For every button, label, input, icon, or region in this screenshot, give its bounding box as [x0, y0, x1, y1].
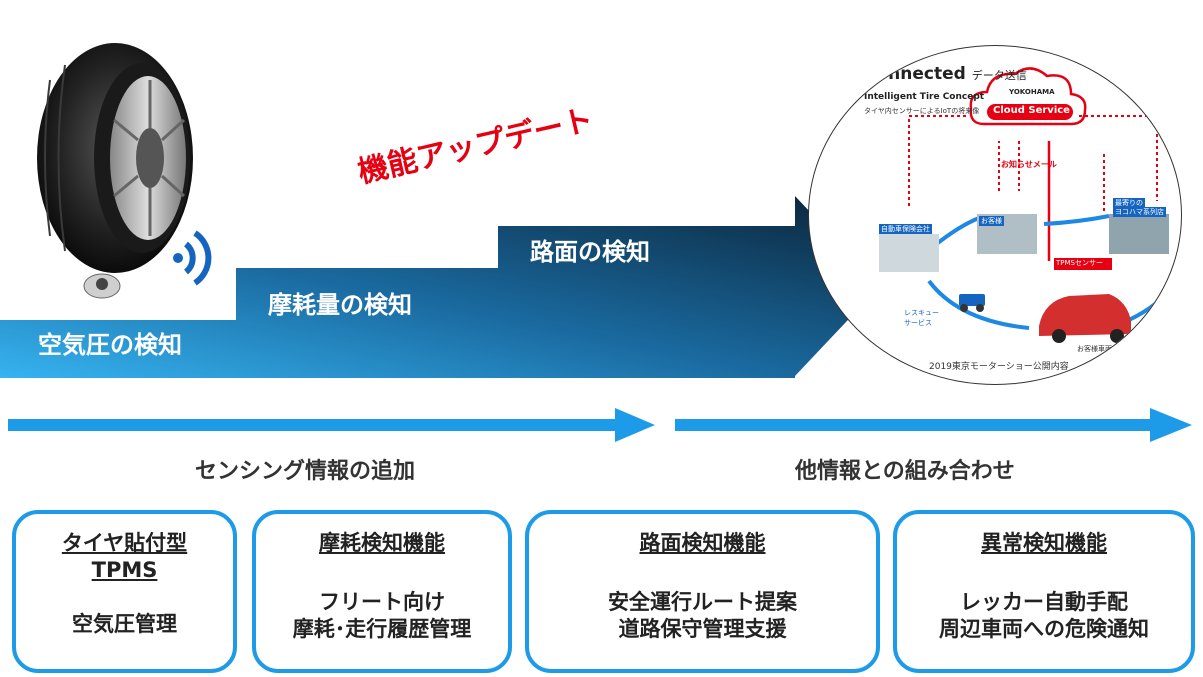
tpms-sensor-label: TPMSセンサー [1056, 259, 1103, 267]
tire-image [20, 40, 220, 300]
concept-caption: 2019東京モーターショー公開内容 [929, 362, 1069, 372]
cloud-icon [969, 67, 1087, 126]
customer-vehicle-label: お客様車両 [1077, 345, 1112, 353]
function-update-title: 機能アップデート [354, 102, 597, 191]
sensor-icon [83, 273, 121, 299]
car-icon [1039, 294, 1131, 343]
dealer-label-2: ヨコハマ系列店 [1113, 207, 1166, 217]
feature-body: 安全運行ルート提案 [608, 590, 797, 614]
feature-body-2: 道路保守管理支援 [618, 617, 787, 641]
concept-subtitle: タイヤ内センサーによるIoTの将来像 [864, 107, 980, 115]
feature-title: 摩耗検知機能 [319, 531, 445, 555]
customer-label: お客様 [979, 216, 1004, 226]
feature-body: レッカー自動手配 [960, 590, 1128, 614]
feature-title-2: TPMS [91, 558, 158, 582]
timeline-arrows [8, 408, 1192, 442]
feature-box-tpms: タイヤ貼付型 TPMS 空気圧管理 [12, 510, 237, 673]
feature-box-anomaly: 異常検知機能 レッカー自動手配 周辺車両への危険通知 [893, 510, 1195, 673]
feature-title: 異常検知機能 [981, 531, 1107, 555]
step-label-air-pressure: 空気圧の検知 [38, 331, 182, 359]
yokohama-label: YOKOHAMA [1009, 88, 1055, 96]
dealer-label-1: 最寄りの [1113, 198, 1145, 208]
cloud-concept-circle: Connected データ送信 Intelligent Tire Concept… [808, 45, 1182, 385]
wireless-signal-icon [173, 230, 212, 286]
dealer-photo [1109, 214, 1169, 254]
concept-title: Intelligent Tire Concept [864, 92, 985, 102]
feature-box-wear: 摩耗検知機能 フリート向け 摩耗･走行履歴管理 [252, 510, 512, 673]
step-label-wear: 摩耗量の検知 [268, 291, 412, 319]
feature-body-2: 周辺車両への危険通知 [939, 617, 1149, 641]
feature-title: 路面検知機能 [639, 531, 766, 555]
insurance-photo [879, 234, 939, 272]
feature-body: フリート向け [319, 590, 445, 614]
update-staircase-arrow [0, 196, 880, 378]
feature-title: タイヤ貼付型 [61, 531, 188, 555]
section-title-sensing: センシング情報の追加 [195, 459, 416, 484]
connected-label: Connected [864, 64, 966, 84]
section-title-combination: 他情報との組み合わせ [795, 459, 1015, 484]
notify-mail-label: お知らせメール [1001, 160, 1057, 169]
feature-body: 空気圧管理 [72, 612, 177, 636]
feature-body-2: 摩耗･走行履歴管理 [292, 617, 472, 641]
insurance-label: 自動車保険会社 [879, 224, 932, 234]
rescue-service-label: レスキューサービス [904, 309, 939, 327]
step-label-road: 路面の検知 [530, 238, 650, 266]
rescue-vehicle-icon [959, 294, 985, 312]
data-send-label: データ送信 [971, 69, 1027, 82]
cloud-service-label: Cloud Service [993, 105, 1070, 116]
feature-box-road: 路面検知機能 安全運行ルート提案 道路保守管理支援 [525, 510, 880, 673]
